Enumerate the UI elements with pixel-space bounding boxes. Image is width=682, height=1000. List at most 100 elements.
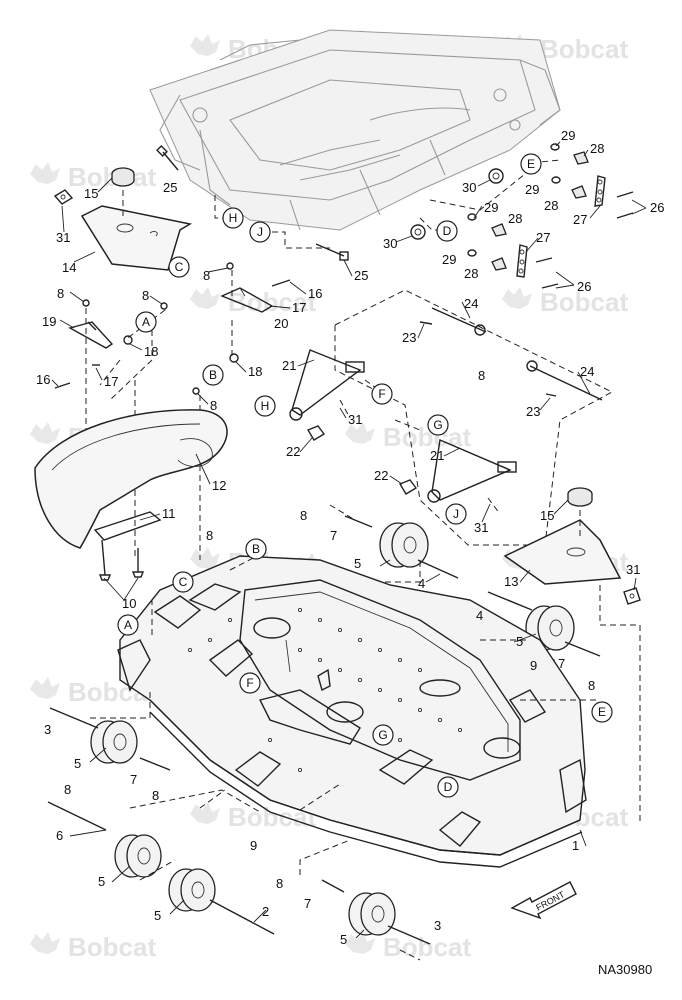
watermark: Bobcat	[502, 287, 628, 317]
dash-j-ref	[272, 231, 330, 249]
cap-15-right	[567, 487, 593, 507]
part-label: 7	[304, 896, 311, 911]
washers-29	[467, 143, 561, 257]
part-label: 24	[580, 364, 594, 379]
plate-14	[80, 205, 193, 271]
part-label: 30	[462, 180, 476, 195]
dash-left-bracket	[85, 270, 233, 520]
part-label: 27	[536, 230, 550, 245]
svg-text:H: H	[229, 211, 238, 225]
part-label: 8	[478, 368, 485, 383]
callout-a-upper: A	[135, 311, 157, 333]
wheel-5-left	[90, 720, 138, 764]
part-label: 24	[464, 296, 478, 311]
watermark: Bobcat	[30, 932, 156, 962]
part-label: 17	[104, 374, 118, 389]
svg-text:H: H	[261, 399, 270, 413]
part-label: 7	[558, 656, 565, 671]
part-label: 3	[434, 918, 441, 933]
dash-wheel-upper	[329, 504, 555, 721]
part-label: 29	[442, 252, 456, 267]
callout-b-upper: B	[202, 364, 224, 386]
svg-text:Bobcat: Bobcat	[540, 34, 628, 64]
svg-text:F: F	[246, 676, 253, 690]
callout-d-lower: D	[437, 776, 459, 798]
bolts-10	[98, 539, 145, 581]
callout-h-lower: H	[254, 395, 276, 417]
part-label: 7	[130, 772, 137, 787]
part-label: 26	[650, 200, 664, 215]
part-label: 27	[573, 212, 587, 227]
shaft-24-lower	[526, 360, 603, 401]
figure-code: NA30980	[598, 962, 652, 977]
cap-15-upper	[111, 167, 135, 187]
bolt-3-bottom	[387, 925, 431, 945]
callout-c-lower: C	[172, 571, 194, 593]
part-label: 23	[526, 404, 540, 419]
callout-e-upper: E	[520, 153, 542, 175]
part-label: 14	[62, 260, 76, 275]
belt-shield-12	[34, 409, 228, 549]
dash-idler-box	[334, 289, 614, 546]
tractor-frame-ghost	[149, 29, 561, 231]
shaft-24-upper	[431, 307, 487, 336]
part-label: 25	[163, 180, 177, 195]
part-label: 31	[348, 412, 362, 427]
dash-right-plate	[579, 510, 641, 825]
part-label: 28	[464, 266, 478, 281]
svg-text:Bobcat: Bobcat	[540, 287, 628, 317]
part-label: 7	[330, 528, 337, 543]
part-label: 22	[374, 468, 388, 483]
dash-deck-refs	[151, 551, 600, 811]
part-label: 2	[262, 904, 269, 919]
callout-g-lower: G	[372, 724, 394, 746]
part-label: 28	[508, 211, 522, 226]
part-label: 28	[544, 198, 558, 213]
svg-text:B: B	[252, 542, 260, 556]
part-label: 11	[162, 506, 176, 521]
part-label: 3	[44, 722, 51, 737]
bolt-4-right	[487, 591, 533, 611]
part-label: 5	[74, 756, 81, 771]
part-label: 23	[402, 330, 416, 345]
part-label: 12	[212, 478, 226, 493]
part-label: 18	[144, 344, 158, 359]
part-label: 4	[418, 576, 425, 591]
spacer-7-bottom	[321, 879, 345, 893]
part-label: 8	[64, 782, 71, 797]
watermark: Bobcat	[502, 34, 628, 64]
reference-callouts: C H J E D A B F H G J B C A F G D E	[117, 153, 613, 798]
part-label: 5	[354, 556, 361, 571]
callout-h-upper: H	[222, 207, 244, 229]
label-leaders	[51, 141, 647, 939]
part-label: 31	[56, 230, 70, 245]
idler-arm-21-upper	[289, 349, 365, 421]
part-label: 30	[383, 236, 397, 251]
part-label: 8	[152, 788, 159, 803]
callout-c-upper: C	[168, 256, 190, 278]
part-label: 15	[540, 508, 554, 523]
callout-d-upper: D	[436, 220, 458, 242]
callout-a-lower: A	[117, 614, 139, 636]
nuts-22	[306, 425, 418, 495]
part-label: 20	[274, 316, 288, 331]
part-label: 5	[98, 874, 105, 889]
callout-f-lower: F	[239, 672, 261, 694]
svg-text:F: F	[378, 387, 385, 401]
part-label: 16	[36, 372, 50, 387]
part-label: 1	[572, 838, 579, 853]
part-label: 8	[203, 268, 210, 283]
bolts-23	[419, 321, 557, 397]
bolt-4-upper	[417, 559, 459, 579]
part-label: 6	[56, 828, 63, 843]
svg-text:Bobcat: Bobcat	[68, 932, 156, 962]
small-hardware	[54, 262, 291, 395]
wheel-5-bottom-right	[348, 892, 396, 936]
bracket-31-right	[623, 587, 641, 605]
svg-text:D: D	[443, 224, 452, 238]
part-label: 10	[122, 596, 136, 611]
callout-b-lower: B	[245, 538, 267, 560]
plate-11	[93, 511, 162, 541]
callout-f-upper: F	[371, 383, 393, 405]
